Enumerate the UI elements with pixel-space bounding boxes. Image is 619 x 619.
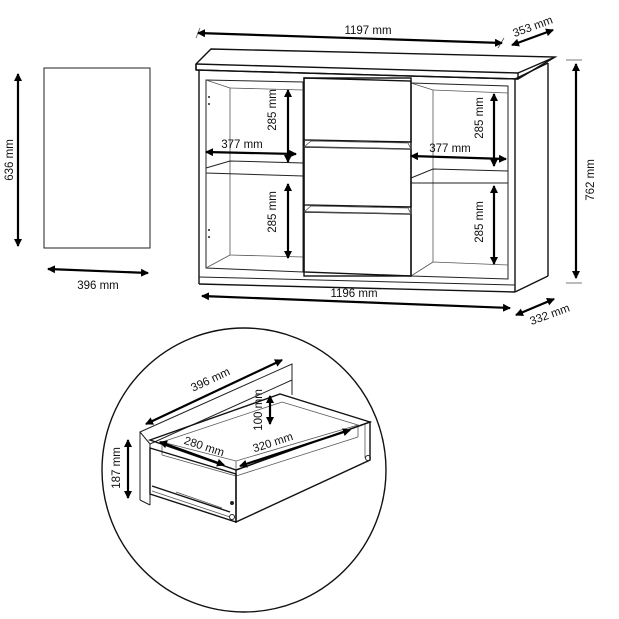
right-upper-height-label: 285 mm (474, 97, 486, 139)
drawer-length-label: 396 mm (189, 366, 232, 394)
drawer-front-height-label: 187 mm (111, 447, 123, 489)
drawer-inner-height-label: 100 mm (253, 389, 265, 431)
cabinet-front-view (195, 48, 558, 293)
drawer-front-height-dimension: 187 mm (111, 439, 132, 499)
left-lower-height-label: 285 mm (267, 191, 279, 233)
drawer-inner-depth-label: 280 mm (182, 435, 225, 459)
left-compartment-width-dimension: 377 mm (205, 139, 297, 158)
bottom-width-dimension: 1196 mm (201, 288, 511, 312)
side-height-dimension: 636 mm (4, 73, 22, 247)
height-dimension: 762 mm (566, 59, 597, 284)
top-width-dimension: 1197 mm (195, 25, 505, 49)
drawer-inner-height-dimension: 100 mm (253, 389, 274, 431)
side-width-label: 396 mm (77, 280, 119, 292)
detail-circle (101, 327, 387, 613)
side-width-dimension: 396 mm (47, 265, 149, 292)
top-depth-dimension: 353 mm (511, 14, 555, 47)
right-lower-height-label: 285 mm (474, 201, 486, 243)
right-compartment-width-dimension: 377 mm (410, 143, 507, 163)
top-depth-label: 353 mm (511, 14, 554, 39)
side-height-label: 636 mm (4, 139, 16, 181)
bottom-width-label: 1196 mm (330, 288, 377, 300)
bottom-depth-dimension: 332 mm (515, 297, 572, 328)
left-upper-height-dimension: 285 mm (267, 89, 292, 163)
left-lower-height-dimension: 285 mm (267, 183, 292, 259)
drawer-detail-view (101, 327, 387, 613)
right-lower-height-dimension: 285 mm (474, 185, 498, 265)
left-upper-height-label: 285 mm (267, 89, 279, 131)
drawer-inner-width-dimension: 320 mm (239, 428, 351, 468)
side-panel-view (43, 67, 151, 249)
height-label: 762 mm (585, 159, 597, 201)
right-compartment-width-label: 377 mm (429, 143, 471, 155)
left-compartment-width-label: 377 mm (221, 139, 263, 151)
right-upper-height-dimension: 285 mm (474, 93, 498, 167)
top-width-label: 1197 mm (344, 25, 391, 37)
